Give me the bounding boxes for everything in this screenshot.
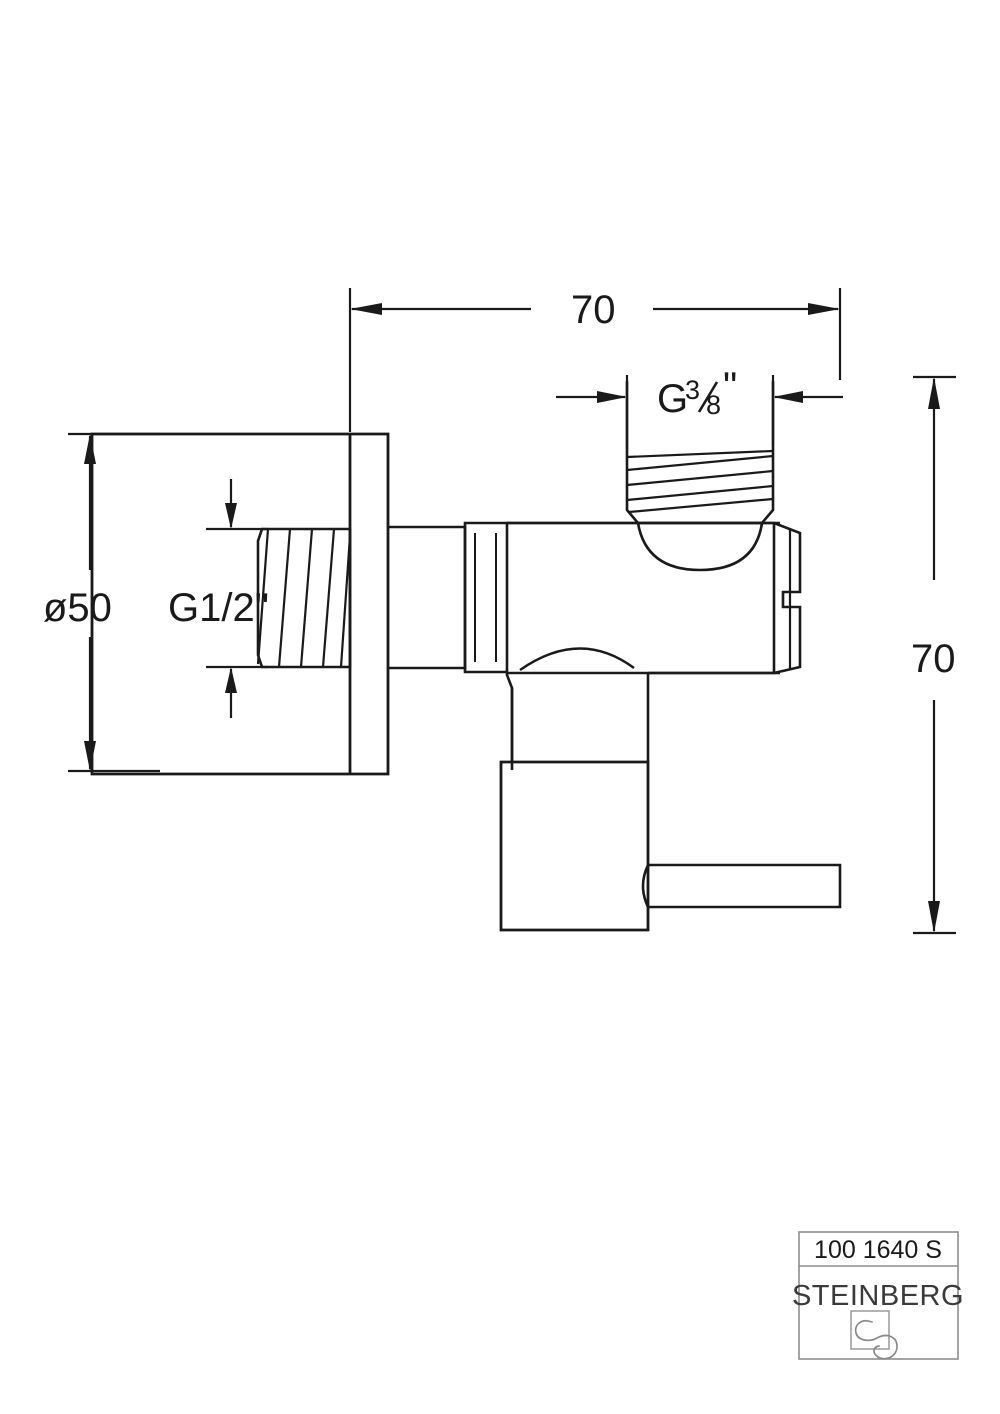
arrow-inlet-bottom: [225, 667, 237, 693]
outlet-thread-numerator: 3: [685, 375, 700, 405]
handle-housing: [499, 760, 650, 932]
dimension-label-flange-diameter: ø50: [43, 586, 112, 630]
dimension-label-top-width: 70: [571, 288, 616, 332]
dimension-top-width: [348, 288, 842, 432]
dimension-flange-diameter: [68, 432, 160, 773]
dimension-right-height: [913, 375, 956, 935]
logo-s-curve: [854, 1320, 898, 1360]
arrow-flange-top: [84, 434, 96, 464]
outlet-thread-label-base: G: [657, 377, 688, 421]
dimension-label-right-height: 70: [911, 637, 956, 681]
dimension-label-outlet-thread: G 3 8 ": [657, 365, 737, 421]
outlet-thread-denominator: 8: [706, 390, 721, 420]
arrow-top-left: [350, 303, 382, 315]
body-seat-arc: [519, 647, 635, 671]
inlet-thread-lines: [256, 528, 352, 668]
lever-handle-root-curve: [641, 864, 650, 908]
outlet-base-dome: [636, 522, 764, 572]
steinberg-s-logo: [850, 1310, 898, 1360]
dimension-outlet-thread: [556, 375, 843, 450]
valve-body: [507, 521, 776, 675]
arrow-outlet-left: [597, 391, 627, 403]
right-end-cap: [773, 521, 802, 675]
outlet-thread-body: [625, 381, 775, 525]
ribbed-collar: [463, 521, 509, 674]
dimension-label-inlet-thread: G1/2": [168, 586, 269, 630]
logo-square: [850, 1310, 890, 1350]
valve-geometry: [90, 381, 842, 932]
arrow-right-top: [928, 377, 940, 409]
lever-handle: [648, 863, 842, 909]
arrow-inlet-top: [225, 503, 237, 529]
collar-rib-lines: [474, 533, 497, 662]
outlet-thread-lines: [626, 449, 774, 514]
arrow-top-right: [808, 303, 840, 315]
outlet-thread-fraction-bar: [697, 381, 719, 413]
title-block: 100 1640 S STEINBERG: [792, 1231, 964, 1360]
title-block-brand: STEINBERG: [792, 1280, 964, 1312]
outlet-thread-inch-mark: ": [723, 365, 737, 409]
dimension-inlet-thread: [206, 479, 268, 718]
wall-flange-plate: [90, 432, 390, 776]
title-block-outer-frame: [798, 1231, 959, 1360]
arrow-flange-bottom: [84, 741, 96, 771]
inlet-thread-body: [256, 527, 352, 669]
arrow-outlet-right: [773, 391, 803, 403]
valve-shank: [388, 525, 467, 670]
title-block-article-number: 100 1640 S: [814, 1236, 942, 1264]
arrow-right-bottom: [928, 901, 940, 933]
